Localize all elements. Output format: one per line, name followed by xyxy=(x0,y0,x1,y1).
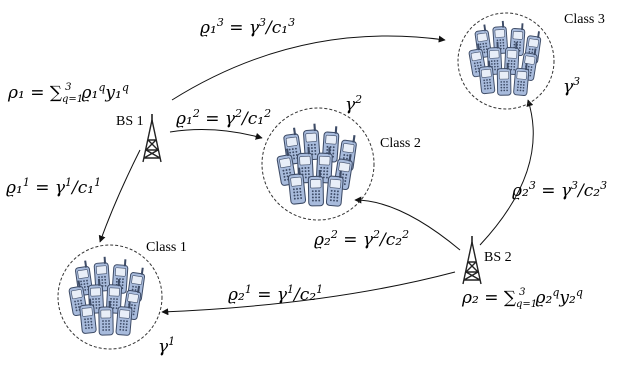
bs2-tower-icon xyxy=(462,235,482,285)
link-bs2-class3-label: ϱ₂3 = γ3/c₂3 xyxy=(512,179,607,201)
bs1-label: BS 1 xyxy=(116,114,144,129)
class-1-label: Class 1 xyxy=(146,240,187,255)
class-3-label: Class 3 xyxy=(564,12,605,27)
link-bs2-class3-arrow xyxy=(479,99,534,246)
link-bs1-class2-arrow xyxy=(169,129,263,140)
class-2-group xyxy=(261,107,375,221)
link-bs2-class2-label: ϱ₂2 = γ2/c₂2 xyxy=(314,228,409,250)
link-bs2-class2-arrow xyxy=(354,196,461,251)
link-bs1-class1-label: ϱ₁1 = γ1/c₁1 xyxy=(6,176,101,198)
class-3-gamma: γ3 xyxy=(563,75,580,97)
class-2-boundary xyxy=(261,107,375,221)
link-bs2-class1-arrow xyxy=(161,271,456,316)
class-3-phones xyxy=(468,21,542,96)
class-2-phones xyxy=(276,123,358,206)
bs2-label: BS 2 xyxy=(484,250,512,265)
bs1-tower-icon xyxy=(142,113,162,163)
link-bs1-class3-label: ϱ₁3 = γ3/c₁3 xyxy=(200,16,295,38)
link-bs1-class2-label: ϱ₁2 = γ2/c₁2 xyxy=(176,107,271,129)
class-1-boundary xyxy=(57,244,163,350)
class-2-gamma: γ2 xyxy=(345,93,362,115)
class-1-phones xyxy=(68,257,146,336)
link-bs2-class1-label: ϱ₂1 = γ1/c₂1 xyxy=(228,283,323,305)
class-1-gamma: γ1 xyxy=(158,335,175,357)
class-3-boundary xyxy=(457,12,555,110)
link-bs1-class3-arrow xyxy=(171,35,446,101)
class-3-group xyxy=(457,12,555,110)
link-bs1-class1-arrow xyxy=(98,149,141,243)
class-1-group xyxy=(57,244,163,350)
class-2-label: Class 2 xyxy=(380,136,421,151)
